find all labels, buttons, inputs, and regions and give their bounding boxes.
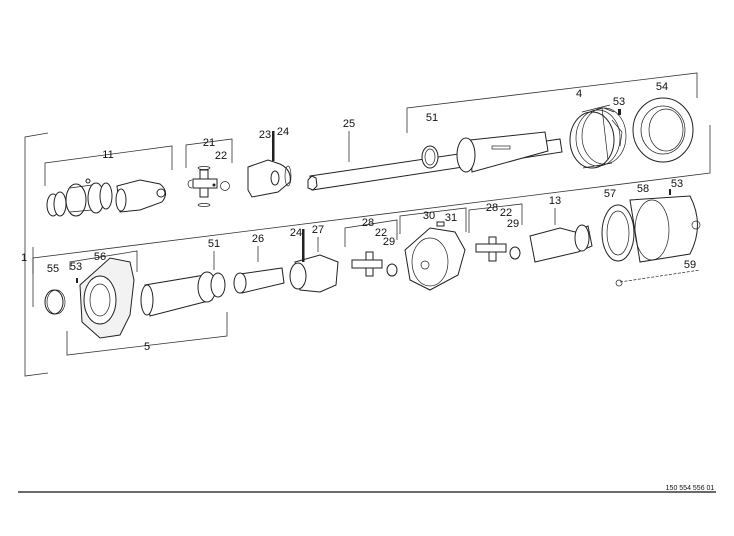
part-57-ring	[601, 204, 635, 262]
callout-11: 11	[102, 149, 113, 161]
part-28-cross-kit-left	[351, 251, 398, 277]
part-59-chain	[615, 269, 701, 287]
parts-lower-row	[44, 189, 701, 339]
callout-51: 51	[426, 112, 438, 124]
callout-29: 29	[507, 218, 519, 230]
part-5-guard-tube	[140, 271, 226, 317]
assembly-brackets	[24, 72, 711, 377]
callout-1: 1	[21, 252, 27, 264]
callout-28: 28	[362, 217, 374, 229]
part-13-yoke-assembly	[529, 224, 593, 263]
callout-5: 5	[144, 341, 150, 353]
document-number: 150 554 556 01	[666, 485, 715, 492]
callout-51: 51	[208, 238, 220, 250]
callout-30: 30	[423, 210, 435, 222]
part-51-ring	[421, 145, 439, 169]
callout-31: 31	[445, 212, 457, 224]
callout-58: 58	[637, 183, 649, 195]
callout-28: 28	[486, 202, 498, 214]
part-28-cross-kit-right	[475, 236, 521, 262]
part-11-yoke-assembly	[46, 178, 166, 217]
part-58-guard-cone	[629, 189, 701, 263]
callout-59: 59	[684, 259, 696, 271]
callout-54: 54	[656, 81, 668, 93]
part-26-profile-tube	[233, 267, 285, 294]
callout-27: 27	[312, 224, 324, 236]
callout-24: 24	[290, 227, 302, 239]
callout-53: 53	[613, 96, 625, 108]
part-55-cap	[44, 289, 66, 315]
callout-53: 53	[671, 178, 683, 190]
part-23-yoke	[247, 131, 292, 198]
part-30-flange-yoke	[404, 221, 466, 291]
callout-56: 56	[94, 251, 106, 263]
callout-22: 22	[215, 150, 227, 162]
callout-29: 29	[383, 236, 395, 248]
part-56-guard-cone	[76, 257, 135, 339]
callout-53: 53	[70, 261, 82, 273]
callout-21: 21	[203, 137, 215, 149]
callout-55: 55	[47, 263, 59, 275]
callout-4: 4	[576, 88, 582, 100]
callout-22: 22	[375, 227, 387, 239]
part-4-guard-tube	[456, 97, 694, 173]
part-21-cross-kit	[187, 166, 230, 207]
callout-26: 26	[252, 233, 264, 245]
callout-23: 23	[259, 129, 271, 141]
callout-labels: 1 4 5 11 21 22 23 24 25 51 53 54 55 53 5…	[21, 81, 696, 353]
callout-13: 13	[549, 195, 561, 207]
parts-upper-row	[46, 97, 694, 217]
callout-57: 57	[604, 188, 616, 200]
callout-24: 24	[277, 126, 289, 138]
callout-22: 22	[500, 207, 512, 219]
part-27-yoke	[289, 229, 339, 293]
callout-25: 25	[343, 118, 355, 130]
